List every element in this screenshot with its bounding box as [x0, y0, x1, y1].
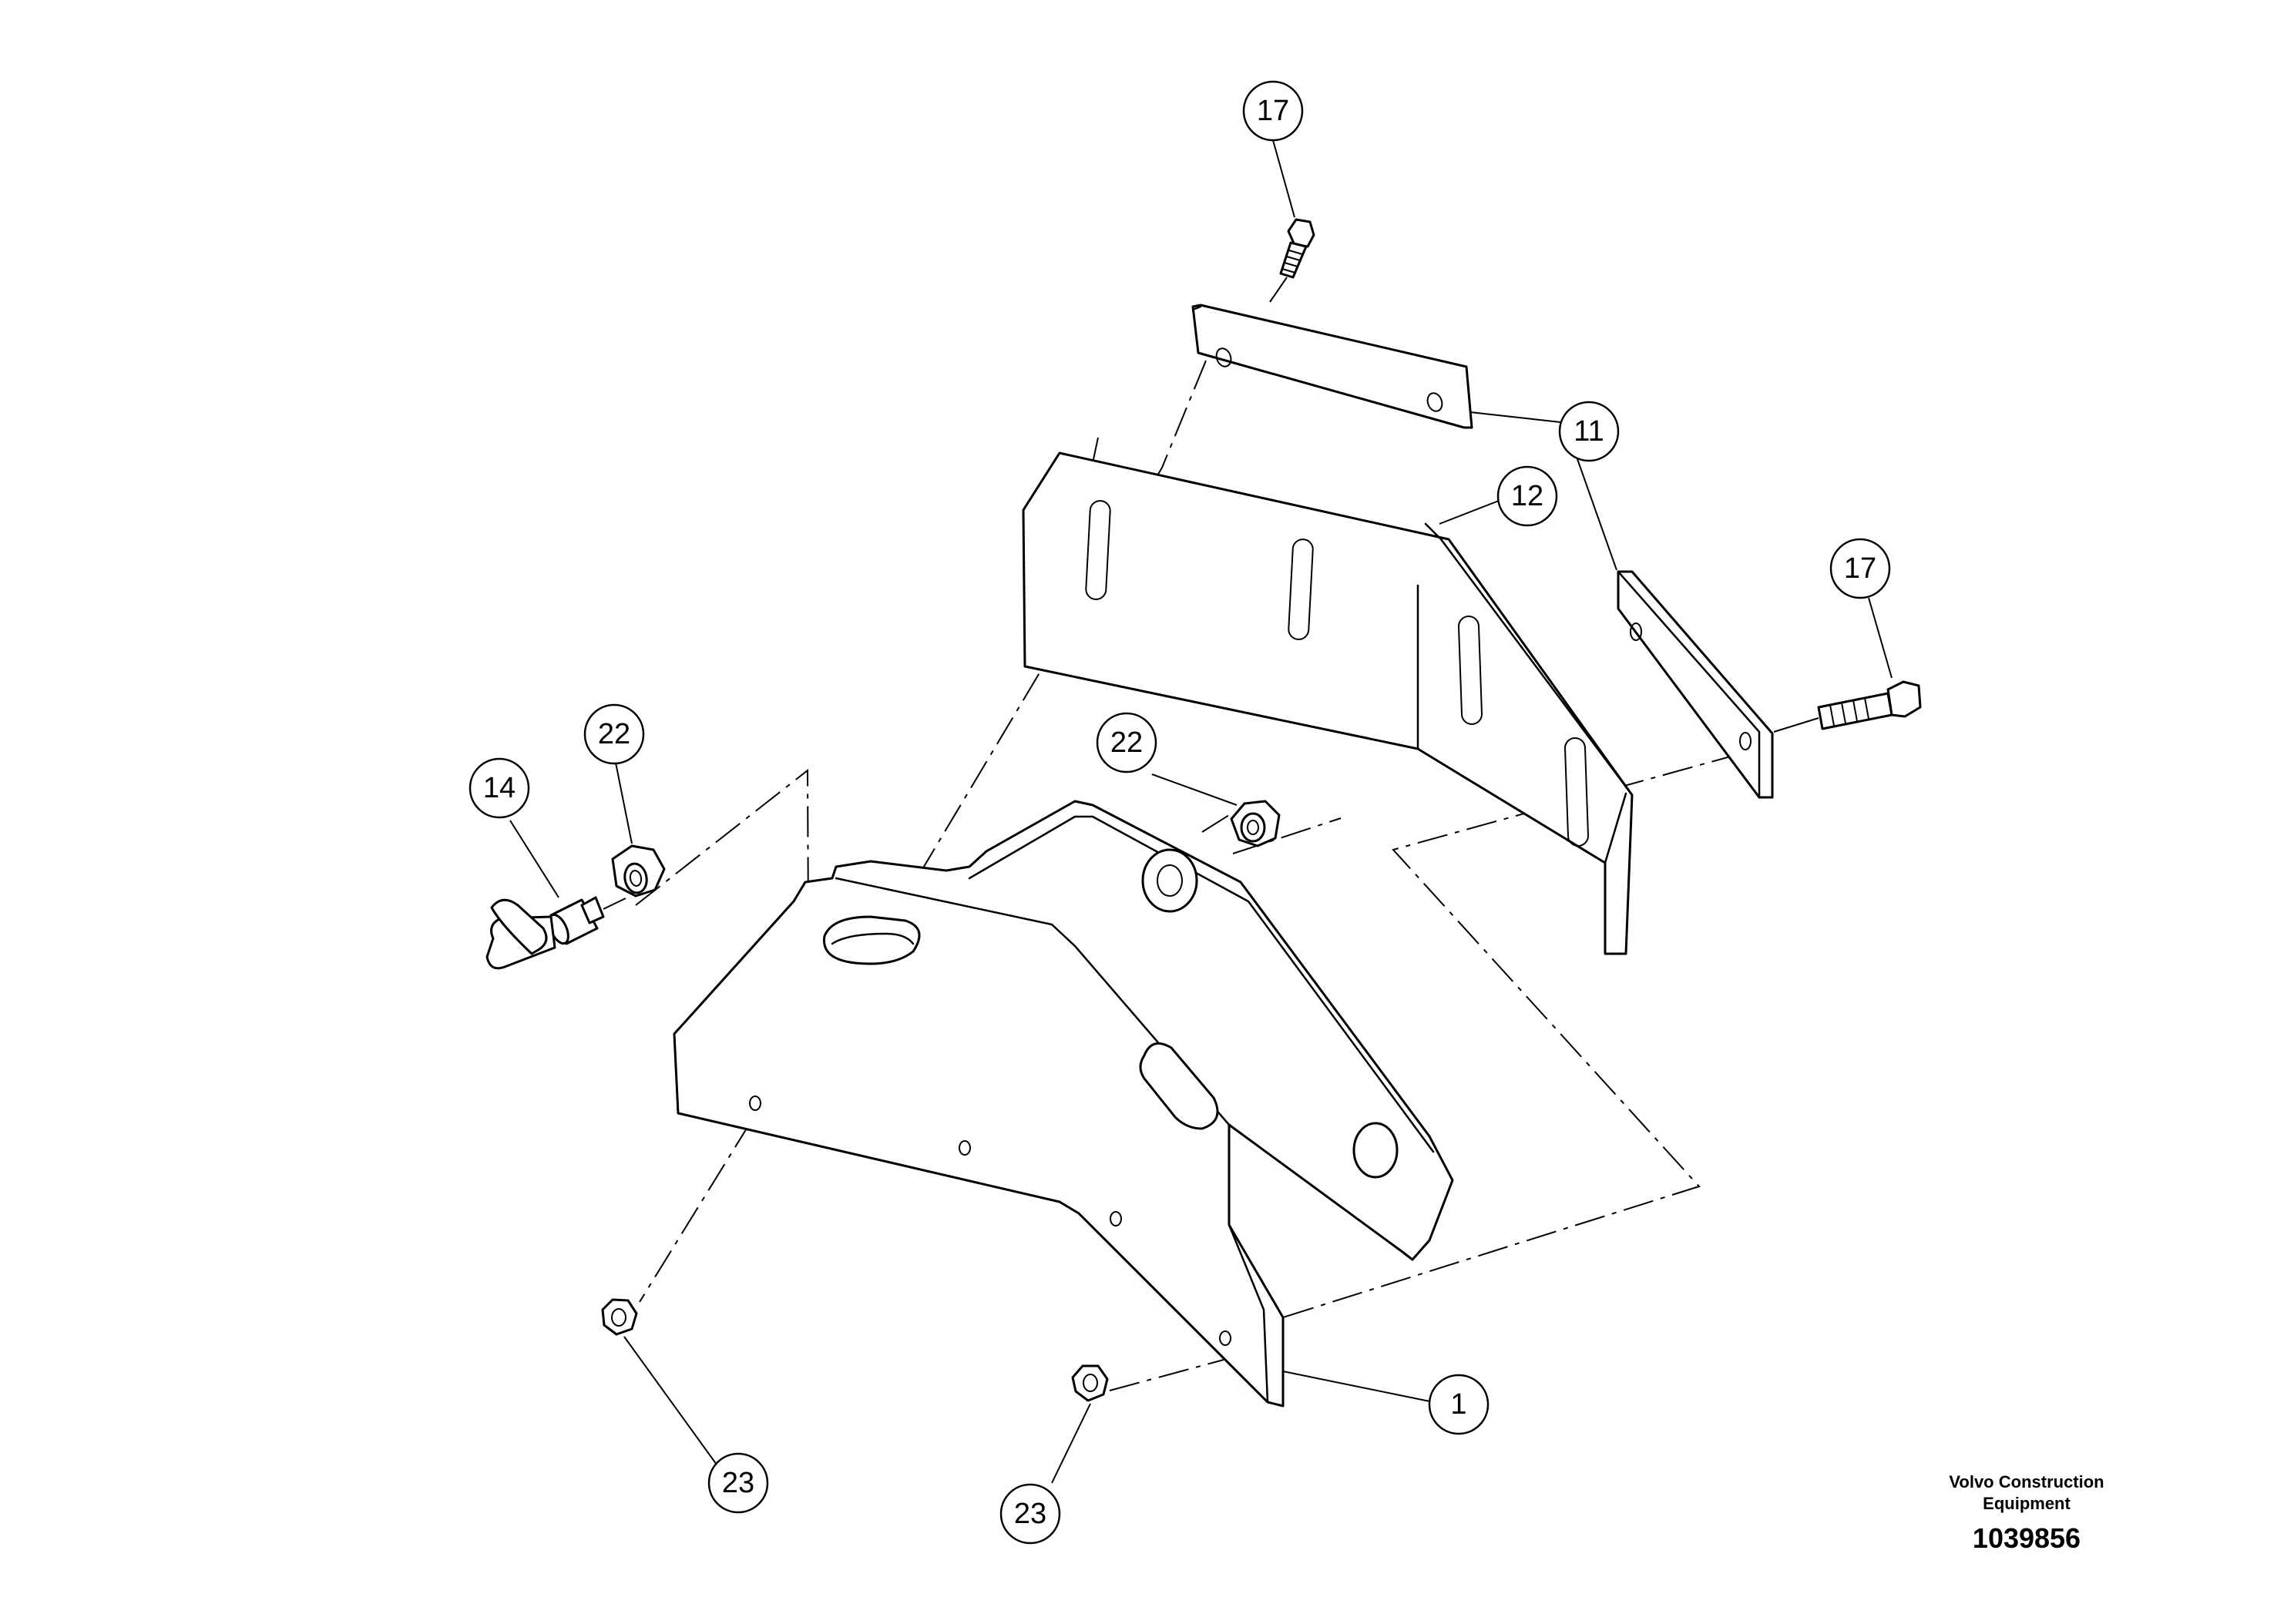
bolt-part-17-top: [1269, 218, 1315, 303]
manufacturer-name-line1: Volvo Construction: [1949, 1472, 2104, 1491]
manufacturer-name-line2: Equipment: [1983, 1494, 2071, 1513]
pin-part-14: [485, 896, 626, 970]
callout-label: 23: [722, 1467, 754, 1499]
nut-part-22-left: [611, 844, 666, 898]
nut-part-23-left: [601, 1298, 638, 1336]
drawing-number: 1039856: [1972, 1522, 2081, 1554]
bracket-part-1: [673, 800, 1454, 1408]
callout-label: 11: [1574, 415, 1604, 448]
plate-part-11-side: [1617, 570, 1774, 799]
callout-balloon-1: 1: [1428, 1374, 1490, 1435]
manufacturer-block: Volvo Construction Equipment 1039856: [1896, 1471, 2158, 1555]
callout-label: 23: [1014, 1498, 1046, 1530]
callout-leaders: [509, 139, 1893, 1484]
callout-balloon-22-right: 22: [1096, 712, 1157, 773]
callout-balloon-11: 11: [1558, 401, 1620, 462]
callout-balloon-14: 14: [469, 757, 530, 819]
callout-balloon-12: 12: [1496, 465, 1558, 527]
plate-part-11-upper: [1191, 304, 1473, 429]
callout-label: 1: [1450, 1388, 1466, 1421]
callout-label: 22: [598, 718, 630, 750]
bracket-part-12: [1022, 451, 1634, 955]
bolt-part-17-right: [1773, 680, 1922, 733]
nut-part-23-right: [1071, 1364, 1109, 1402]
callout-balloon-17-right: 17: [1829, 538, 1891, 599]
callout-label: 12: [1511, 480, 1543, 512]
callout-balloon-23-left: 23: [707, 1452, 769, 1514]
callout-label: 17: [1257, 95, 1289, 127]
callout-label: 17: [1844, 552, 1876, 585]
callout-label: 22: [1110, 726, 1143, 759]
callout-balloon-17-top: 17: [1242, 80, 1304, 142]
callout-balloon-22-left: 22: [583, 703, 645, 765]
callout-balloon-23-right: 23: [999, 1483, 1061, 1545]
nut-part-22-right: [1230, 800, 1281, 847]
callout-label: 14: [483, 772, 516, 804]
